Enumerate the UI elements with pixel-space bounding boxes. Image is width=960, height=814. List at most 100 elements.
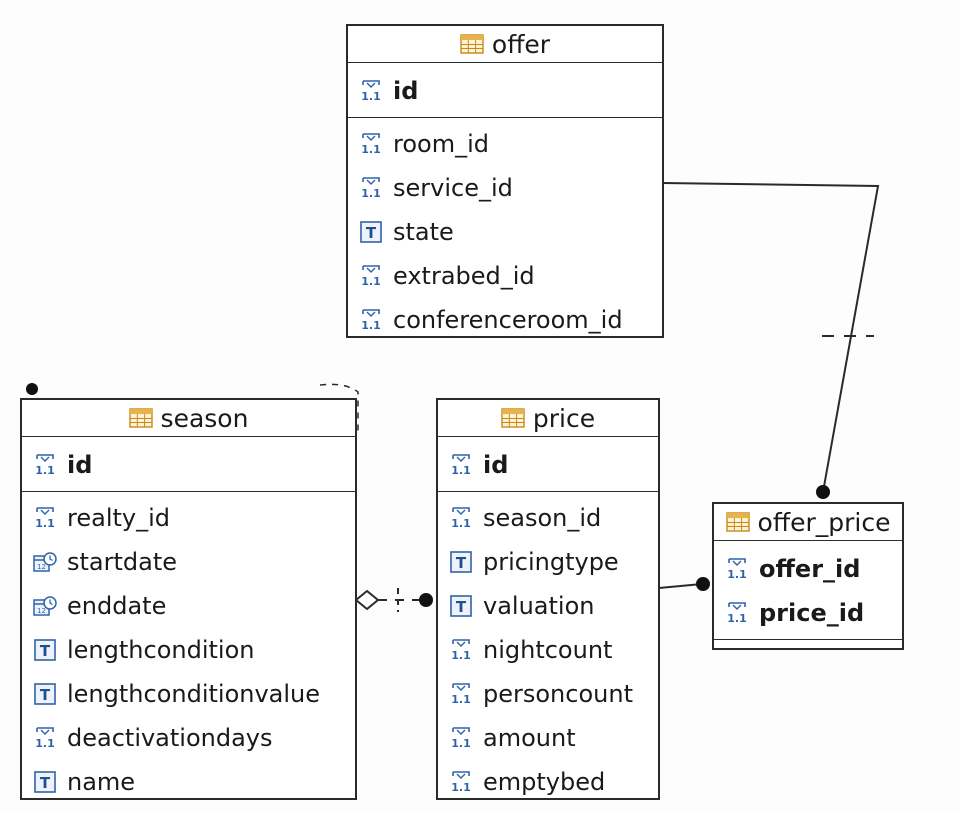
- numeric-icon: 1.1: [32, 452, 58, 478]
- field-name: enddate: [67, 592, 167, 620]
- numeric-icon: 1.1: [358, 78, 384, 104]
- field-season-enddate[interactable]: 12 enddate: [22, 584, 355, 628]
- svg-text:1.1: 1.1: [361, 319, 381, 332]
- relationship-offer-offer-price-end-dot: [816, 485, 830, 499]
- entity-header-price[interactable]: price: [438, 400, 658, 437]
- field-name: price_id: [759, 599, 865, 627]
- date-icon: 12: [32, 549, 58, 575]
- svg-text:1.1: 1.1: [451, 737, 471, 750]
- svg-text:T: T: [456, 554, 467, 572]
- fields-section: [714, 640, 902, 648]
- field-name: extrabed_id: [393, 262, 535, 290]
- numeric-icon: 1.1: [358, 307, 384, 333]
- relationship-season-price-diamond: [354, 589, 380, 611]
- field-name: id: [67, 451, 93, 479]
- entity-title: offer_price: [757, 507, 891, 537]
- relationship-price-offer-price-end-dot: [696, 577, 710, 591]
- table-icon: [501, 408, 525, 428]
- svg-text:T: T: [40, 686, 51, 704]
- numeric-icon: 1.1: [32, 505, 58, 531]
- entity-title: offer: [491, 29, 551, 59]
- svg-text:1.1: 1.1: [361, 275, 381, 288]
- field-name: lengthconditionvalue: [67, 680, 321, 708]
- entity-header-offer-price[interactable]: offer_price: [714, 504, 902, 541]
- season-self-link-stub: [319, 383, 359, 436]
- field-price-emptybed[interactable]: 1.1 emptybed: [438, 760, 658, 804]
- table-icon: [128, 408, 153, 428]
- numeric-icon: 1.1: [32, 725, 58, 751]
- entity-title: price: [532, 403, 596, 433]
- svg-text:T: T: [456, 598, 467, 616]
- date-icon: 12: [32, 593, 58, 619]
- svg-text:1.1: 1.1: [35, 737, 55, 750]
- svg-text:T: T: [40, 642, 51, 660]
- primary-key-section: 1.1 id: [22, 437, 355, 492]
- svg-text:1.1: 1.1: [727, 612, 747, 625]
- field-name: valuation: [483, 592, 595, 620]
- numeric-icon: 1.1: [448, 637, 474, 663]
- svg-text:12: 12: [37, 563, 46, 571]
- svg-text:1.1: 1.1: [361, 187, 381, 200]
- field-name: offer_id: [759, 555, 861, 583]
- field-season-id[interactable]: 1.1 id: [22, 443, 355, 487]
- field-offer-extrabed-id[interactable]: 1.1 extrabed_id: [348, 254, 662, 298]
- field-offer-conferenceroom-id[interactable]: 1.1 conferenceroom_id: [348, 298, 662, 342]
- entity-header-season[interactable]: season: [22, 400, 355, 437]
- svg-text:1.1: 1.1: [35, 464, 55, 477]
- field-name: emptybed: [483, 768, 606, 796]
- field-name: nightcount: [483, 636, 613, 664]
- entity-title: season: [160, 403, 249, 433]
- numeric-icon: 1.1: [724, 600, 750, 626]
- relationship-season-price-end-dot: [419, 593, 433, 607]
- field-name: state: [393, 218, 454, 246]
- relationship-price-offer-price-line: [658, 583, 703, 589]
- field-season-deactivationdays[interactable]: 1.1 deactivationdays: [22, 716, 355, 760]
- numeric-icon: 1.1: [448, 452, 474, 478]
- field-price-amount[interactable]: 1.1 amount: [438, 716, 658, 760]
- field-offer-service-id[interactable]: 1.1 service_id: [348, 166, 662, 210]
- svg-text:T: T: [40, 774, 51, 792]
- numeric-icon: 1.1: [358, 131, 384, 157]
- text-icon: T: [358, 219, 384, 245]
- field-name: conferenceroom_id: [393, 306, 623, 334]
- numeric-icon: 1.1: [448, 725, 474, 751]
- field-name: pricingtype: [483, 548, 619, 576]
- svg-text:12: 12: [37, 607, 46, 615]
- field-offer-price-price-id[interactable]: 1.1 price_id: [714, 591, 902, 635]
- field-name: amount: [483, 724, 576, 752]
- field-price-nightcount[interactable]: 1.1 nightcount: [438, 628, 658, 672]
- text-icon: T: [32, 637, 58, 663]
- numeric-icon: 1.1: [448, 505, 474, 531]
- numeric-icon: 1.1: [448, 681, 474, 707]
- text-icon: T: [448, 593, 474, 619]
- text-icon: T: [32, 681, 58, 707]
- entity-header-offer[interactable]: offer: [348, 26, 662, 63]
- svg-text:1.1: 1.1: [451, 517, 471, 530]
- numeric-icon: 1.1: [358, 263, 384, 289]
- numeric-icon: 1.1: [448, 769, 474, 795]
- field-name: service_id: [393, 174, 513, 202]
- field-name: deactivationdays: [67, 724, 273, 752]
